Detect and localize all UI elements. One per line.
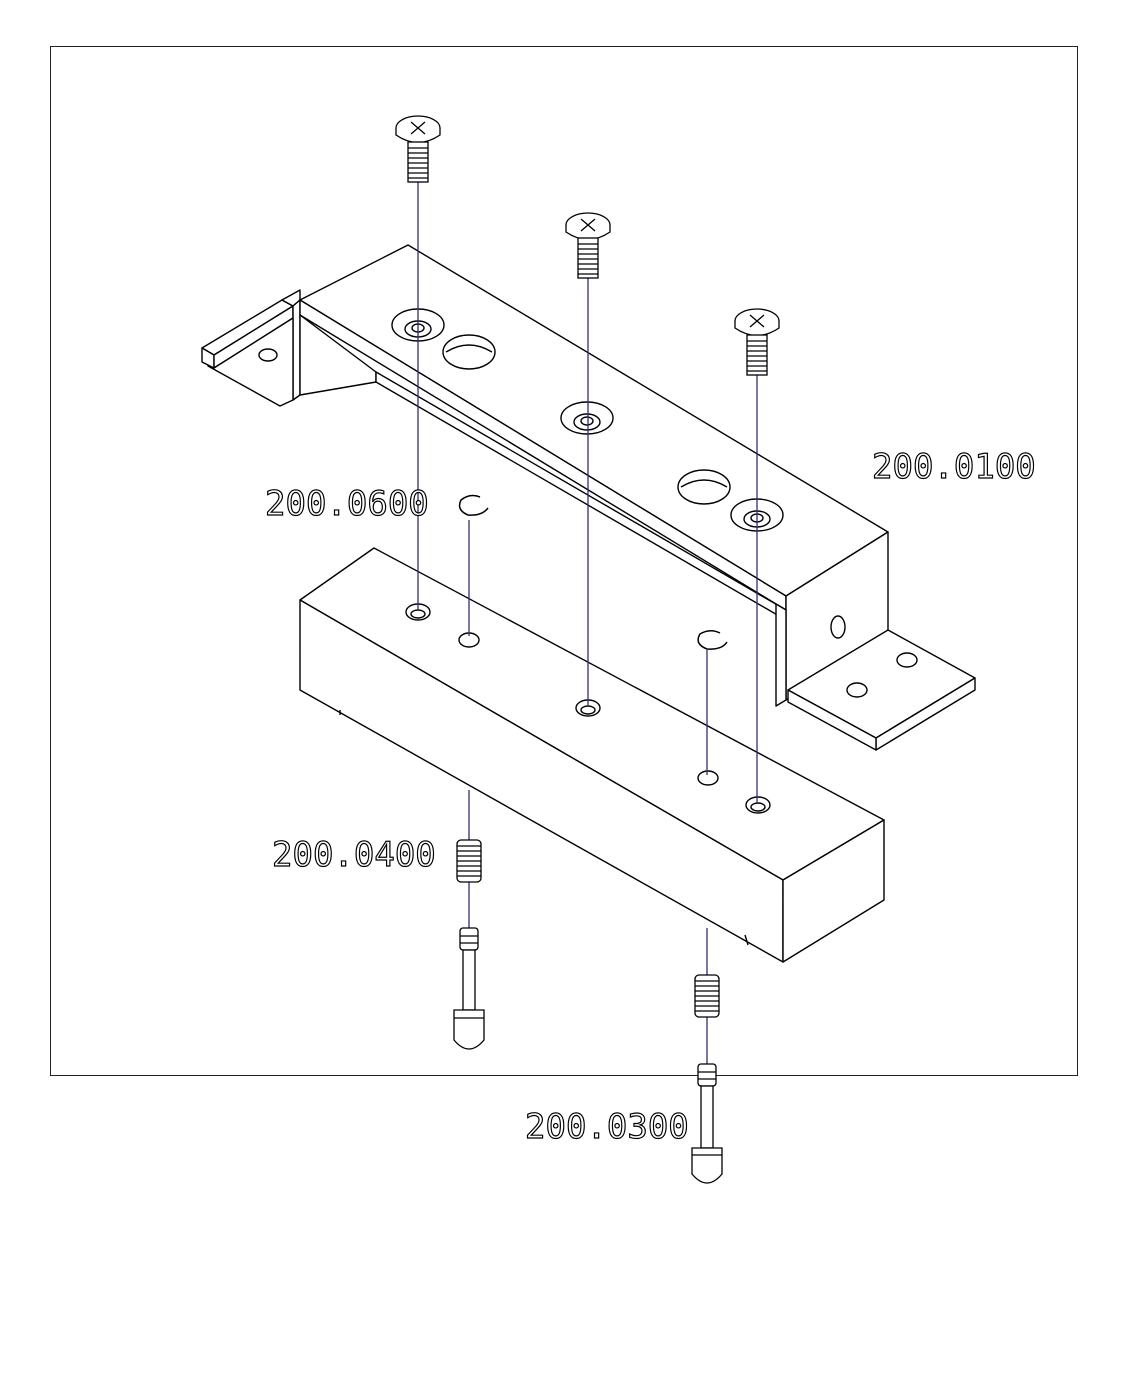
- z-bracket: [201, 244, 976, 751]
- plungers: [453, 927, 723, 1184]
- e-clip-2: [697, 630, 728, 650]
- lower-block: [299, 547, 885, 963]
- part-label-bracket: 200.0100: [872, 447, 1036, 487]
- e-clip-1: [458, 494, 489, 516]
- spring-1: [456, 839, 482, 883]
- plunger-2: [691, 1063, 723, 1184]
- screws: [395, 115, 780, 376]
- e-clips: [458, 494, 728, 650]
- springs: [456, 839, 720, 1018]
- drawing-frame: [50, 46, 1078, 1076]
- screw-1: [395, 115, 441, 183]
- spring-2: [694, 974, 720, 1018]
- part-label-spring: 200.0400: [272, 835, 436, 875]
- plunger-1: [453, 927, 485, 1050]
- part-label-plunger: 200.0300: [525, 1107, 689, 1147]
- part-label-e-clip: 200.0600: [265, 484, 429, 524]
- screw-2: [565, 212, 611, 279]
- screw-3: [734, 308, 780, 376]
